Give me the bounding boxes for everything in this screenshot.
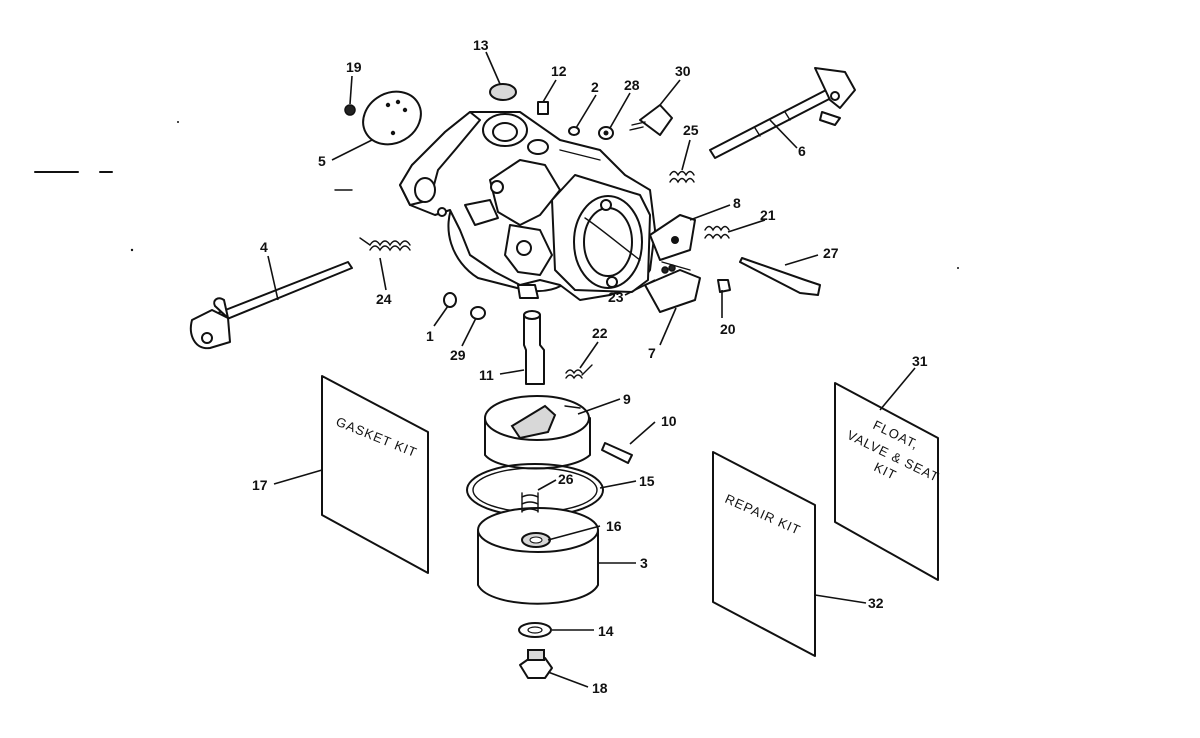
callout-8: 8 bbox=[733, 195, 741, 211]
callout-11: 11 bbox=[479, 367, 494, 383]
callout-labels: 19 5 13 12 2 28 30 25 6 8 21 27 20 23 7 … bbox=[252, 37, 928, 696]
right-side-parts bbox=[644, 214, 821, 313]
leader-lines bbox=[267, 51, 916, 688]
callout-7: 7 bbox=[648, 345, 656, 361]
part-3-bowl bbox=[477, 492, 599, 605]
part-10-pin bbox=[601, 442, 633, 464]
small-parts-left bbox=[443, 292, 486, 320]
part-6-choke-shaft bbox=[709, 67, 856, 159]
carburetor-body bbox=[399, 111, 656, 301]
callout-18: 18 bbox=[592, 680, 608, 696]
small-parts-top bbox=[489, 83, 695, 184]
part-11-tube bbox=[523, 310, 545, 385]
callout-32: 32 bbox=[868, 595, 884, 611]
callout-20: 20 bbox=[720, 321, 736, 337]
part-22-spring bbox=[565, 364, 593, 380]
callout-16: 16 bbox=[606, 518, 622, 534]
callout-28: 28 bbox=[624, 77, 640, 93]
part-18-drain-plug bbox=[519, 649, 553, 679]
part-9-float bbox=[484, 395, 591, 470]
part-14-washer bbox=[518, 622, 552, 638]
callout-21: 21 bbox=[760, 207, 776, 223]
part-24-spring bbox=[359, 237, 411, 252]
float-valve-seat-kit-card: FLOAT, VALVE & SEAT KIT bbox=[834, 382, 942, 581]
callout-3: 3 bbox=[640, 555, 648, 571]
callout-12: 12 bbox=[551, 63, 567, 79]
callout-29: 29 bbox=[450, 347, 466, 363]
callout-15: 15 bbox=[639, 473, 655, 489]
callout-17: 17 bbox=[252, 477, 268, 493]
callout-24: 24 bbox=[376, 291, 392, 307]
callout-23: 23 bbox=[608, 289, 624, 305]
callout-13: 13 bbox=[473, 37, 489, 53]
callout-4: 4 bbox=[260, 239, 268, 255]
callout-30: 30 bbox=[675, 63, 691, 79]
callout-26: 26 bbox=[558, 471, 574, 487]
callout-22: 22 bbox=[592, 325, 608, 341]
gasket-kit-card: GASKET KIT bbox=[321, 375, 429, 574]
callout-9: 9 bbox=[623, 391, 631, 407]
part-4-throttle-shaft bbox=[190, 261, 353, 350]
callout-14: 14 bbox=[598, 623, 614, 639]
callout-5: 5 bbox=[318, 153, 326, 169]
callout-10: 10 bbox=[661, 413, 677, 429]
callout-31: 31 bbox=[912, 353, 928, 369]
callout-1: 1 bbox=[426, 328, 434, 344]
callout-2: 2 bbox=[591, 79, 599, 95]
part-5-choke-plate bbox=[344, 90, 422, 146]
callout-25: 25 bbox=[683, 122, 699, 138]
callout-19: 19 bbox=[346, 59, 362, 75]
repair-kit-card: REPAIR KIT bbox=[712, 451, 816, 657]
callout-27: 27 bbox=[823, 245, 839, 261]
callout-6: 6 bbox=[798, 143, 806, 159]
scan-marks bbox=[34, 121, 959, 269]
